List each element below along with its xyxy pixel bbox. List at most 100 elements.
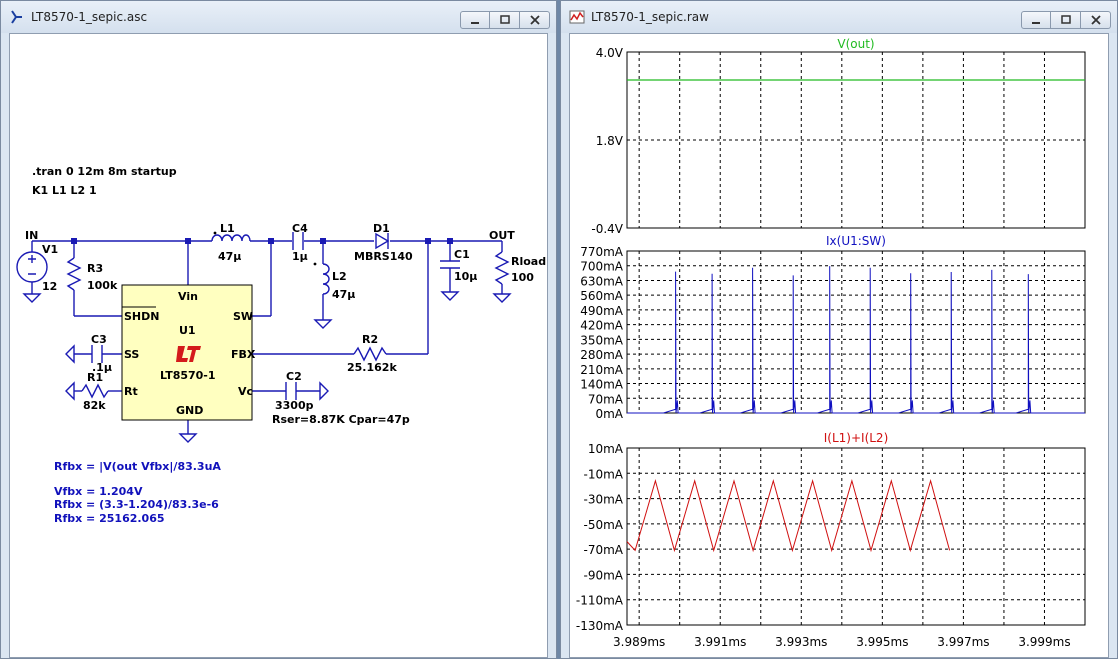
- ytick-label: 420mA: [580, 319, 624, 333]
- ic-ref: U1: [179, 324, 196, 337]
- minimize-button[interactable]: [1021, 11, 1051, 29]
- pin-ss: SS: [124, 348, 139, 361]
- c3-name[interactable]: C3: [91, 333, 107, 346]
- xtick-label: 3.993ms: [775, 635, 827, 649]
- schematic-icon: [11, 10, 22, 24]
- net-label-in[interactable]: IN: [25, 229, 38, 242]
- close-button[interactable]: [1081, 11, 1111, 29]
- schematic-titlebar[interactable]: LT8570-1_sepic.asc: [1, 1, 556, 33]
- waveform-titlebar[interactable]: LT8570-1_sepic.raw: [561, 1, 1117, 33]
- ytick-label: -30mA: [584, 493, 624, 507]
- pin-shdn: SHDN: [124, 310, 159, 323]
- net-label-out[interactable]: OUT: [489, 229, 515, 242]
- ytick-label: -90mA: [584, 568, 624, 582]
- schematic-canvas[interactable]: .tran 0 12m 8m startup K1 L1 L2 1 IN OUT…: [9, 33, 548, 658]
- xtick-label: 3.989ms: [613, 635, 665, 649]
- restore-icon: [499, 15, 510, 24]
- restore-button[interactable]: [1051, 11, 1081, 29]
- l2-name[interactable]: L2: [332, 270, 347, 283]
- ytick-label: 0mA: [595, 407, 623, 421]
- vout-ytick: 1.8V: [596, 134, 624, 148]
- ground-symbols: [22, 291, 512, 443]
- ytick-label: 140mA: [580, 378, 624, 392]
- note-line-1[interactable]: Rfbx = |V(out Vfbx|/83.3uA: [54, 460, 221, 473]
- ytick-label: -110mA: [576, 594, 624, 608]
- c2-params[interactable]: Rser=8.87K Cpar=47p: [272, 413, 410, 426]
- ytick-label: 770mA: [580, 245, 624, 259]
- c4-name[interactable]: C4: [292, 222, 308, 235]
- waveform-window-title: LT8570-1_sepic.raw: [591, 10, 709, 24]
- pin-vc: Vc: [238, 385, 253, 398]
- ytick-label: 70mA: [588, 392, 624, 406]
- r2-value[interactable]: 25.162k: [347, 361, 397, 374]
- ytick-label: -130mA: [576, 619, 624, 633]
- xtick-label: 3.999ms: [1018, 635, 1070, 649]
- d1-value[interactable]: MBRS140: [354, 250, 413, 263]
- pane-isw[interactable]: [626, 250, 1086, 414]
- pane-vout-title[interactable]: V(out): [837, 37, 874, 51]
- ytick-label: -50mA: [584, 518, 624, 532]
- c2-value[interactable]: 3300p: [275, 399, 314, 412]
- rload-value[interactable]: 100: [511, 271, 534, 284]
- waveform-window[interactable]: LT8570-1_sepic.raw V(out) 4.0V 1.8V -0.4…: [560, 0, 1118, 659]
- pin-gnd: GND: [176, 404, 203, 417]
- note-line-3[interactable]: Rfbx = (3.3-1.204)/83.3e-6: [54, 498, 219, 511]
- schematic-window[interactable]: LT8570-1_sepic.asc: [0, 0, 557, 659]
- minimize-icon: [1032, 22, 1040, 24]
- r1-value[interactable]: 82k: [83, 399, 106, 412]
- r1-name[interactable]: R1: [87, 371, 103, 384]
- xtick-label: 3.995ms: [856, 635, 908, 649]
- ytick-label: -70mA: [584, 543, 624, 557]
- close-icon: [529, 15, 540, 25]
- ytick-label: 10mA: [588, 442, 624, 456]
- c1-name[interactable]: C1: [454, 248, 470, 261]
- lt-logo-icon: [176, 346, 201, 362]
- close-button[interactable]: [520, 11, 550, 29]
- waveform-icon: [569, 10, 585, 24]
- l1-name[interactable]: L1: [220, 222, 235, 235]
- c1-value[interactable]: 10μ: [454, 270, 477, 283]
- minimize-button[interactable]: [460, 11, 490, 29]
- pin-fbx: FBX: [231, 348, 256, 361]
- minimize-icon: [471, 22, 479, 24]
- directive-coupling[interactable]: K1 L1 L2 1: [32, 184, 97, 197]
- directive-tran[interactable]: .tran 0 12m 8m startup: [32, 165, 177, 178]
- restore-button[interactable]: [490, 11, 520, 29]
- ytick-label: -10mA: [584, 467, 624, 481]
- ic-part: LT8570-1: [160, 369, 216, 382]
- ytick-label: 630mA: [580, 274, 624, 288]
- rload-name[interactable]: Rload: [511, 255, 546, 268]
- ytick-label: 490mA: [580, 304, 624, 318]
- c4-value[interactable]: 1μ: [292, 250, 308, 263]
- note-line-2[interactable]: Vfbx = 1.204V: [54, 485, 143, 498]
- ytick-label: 210mA: [580, 363, 624, 377]
- close-icon: [1090, 15, 1101, 25]
- pane-isw-title[interactable]: Ix(U1:SW): [826, 234, 886, 248]
- r3-value[interactable]: 100k: [87, 279, 118, 292]
- note-line-4[interactable]: Rfbx = 25162.065: [54, 512, 165, 525]
- d1-name[interactable]: D1: [373, 222, 390, 235]
- v1-source-symbol: [16, 251, 48, 283]
- c2-name[interactable]: C2: [286, 370, 302, 383]
- v1-name[interactable]: V1: [42, 243, 58, 256]
- ytick-label: 350mA: [580, 333, 624, 347]
- r2-name[interactable]: R2: [362, 333, 378, 346]
- pin-sw: SW: [233, 310, 253, 323]
- v1-value[interactable]: 12: [42, 280, 57, 293]
- pin-rt: Rt: [124, 385, 138, 398]
- restore-icon: [1060, 15, 1071, 24]
- pane-il[interactable]: [626, 447, 1086, 626]
- pin-vin: Vin: [178, 290, 198, 303]
- isw-trace: [627, 266, 1085, 414]
- ytick-label: 700mA: [580, 260, 624, 274]
- il-trace: [626, 479, 951, 553]
- r3-name[interactable]: R3: [87, 262, 103, 275]
- l2-value[interactable]: 47μ: [332, 288, 355, 301]
- l1-value[interactable]: 47μ: [218, 250, 241, 263]
- c3-value[interactable]: .1μ: [92, 361, 112, 374]
- ytick-label: 560mA: [580, 289, 624, 303]
- schematic-window-title: LT8570-1_sepic.asc: [31, 10, 148, 24]
- vout-ytick: 4.0V: [596, 46, 624, 60]
- pane-il-title[interactable]: I(L1)+I(L2): [824, 431, 889, 445]
